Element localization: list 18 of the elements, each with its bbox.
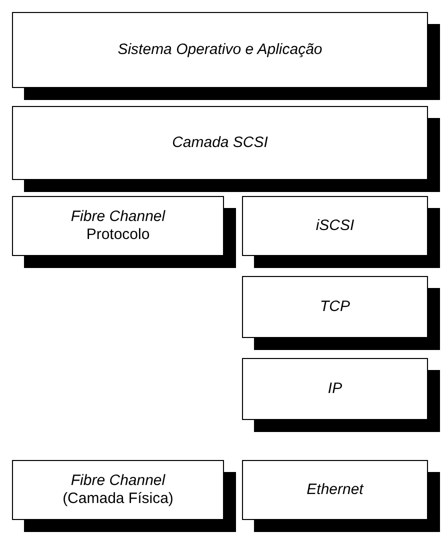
- layer-box: [242, 196, 428, 256]
- layer-label: Sistema Operativo e Aplicação: [118, 41, 322, 59]
- layer-label: (Camada Física): [62, 490, 174, 508]
- layer-label: IP: [328, 380, 342, 398]
- layer-label: TCP: [320, 298, 350, 316]
- layer-label: Protocolo: [86, 226, 150, 244]
- layer-label: Camada SCSI: [172, 134, 268, 152]
- layer-label: Fibre Channel: [70, 208, 166, 226]
- layer-box: [242, 460, 428, 520]
- layer-box: [12, 196, 224, 256]
- layer-label: iSCSI: [316, 217, 354, 235]
- layer-box: [242, 358, 428, 420]
- layer-box: [12, 106, 428, 180]
- layer-box: [12, 12, 428, 88]
- layer-box: [12, 460, 224, 520]
- layer-box: [242, 276, 428, 338]
- layer-label: Ethernet: [306, 481, 364, 499]
- layer-label: Fibre Channel: [70, 472, 166, 490]
